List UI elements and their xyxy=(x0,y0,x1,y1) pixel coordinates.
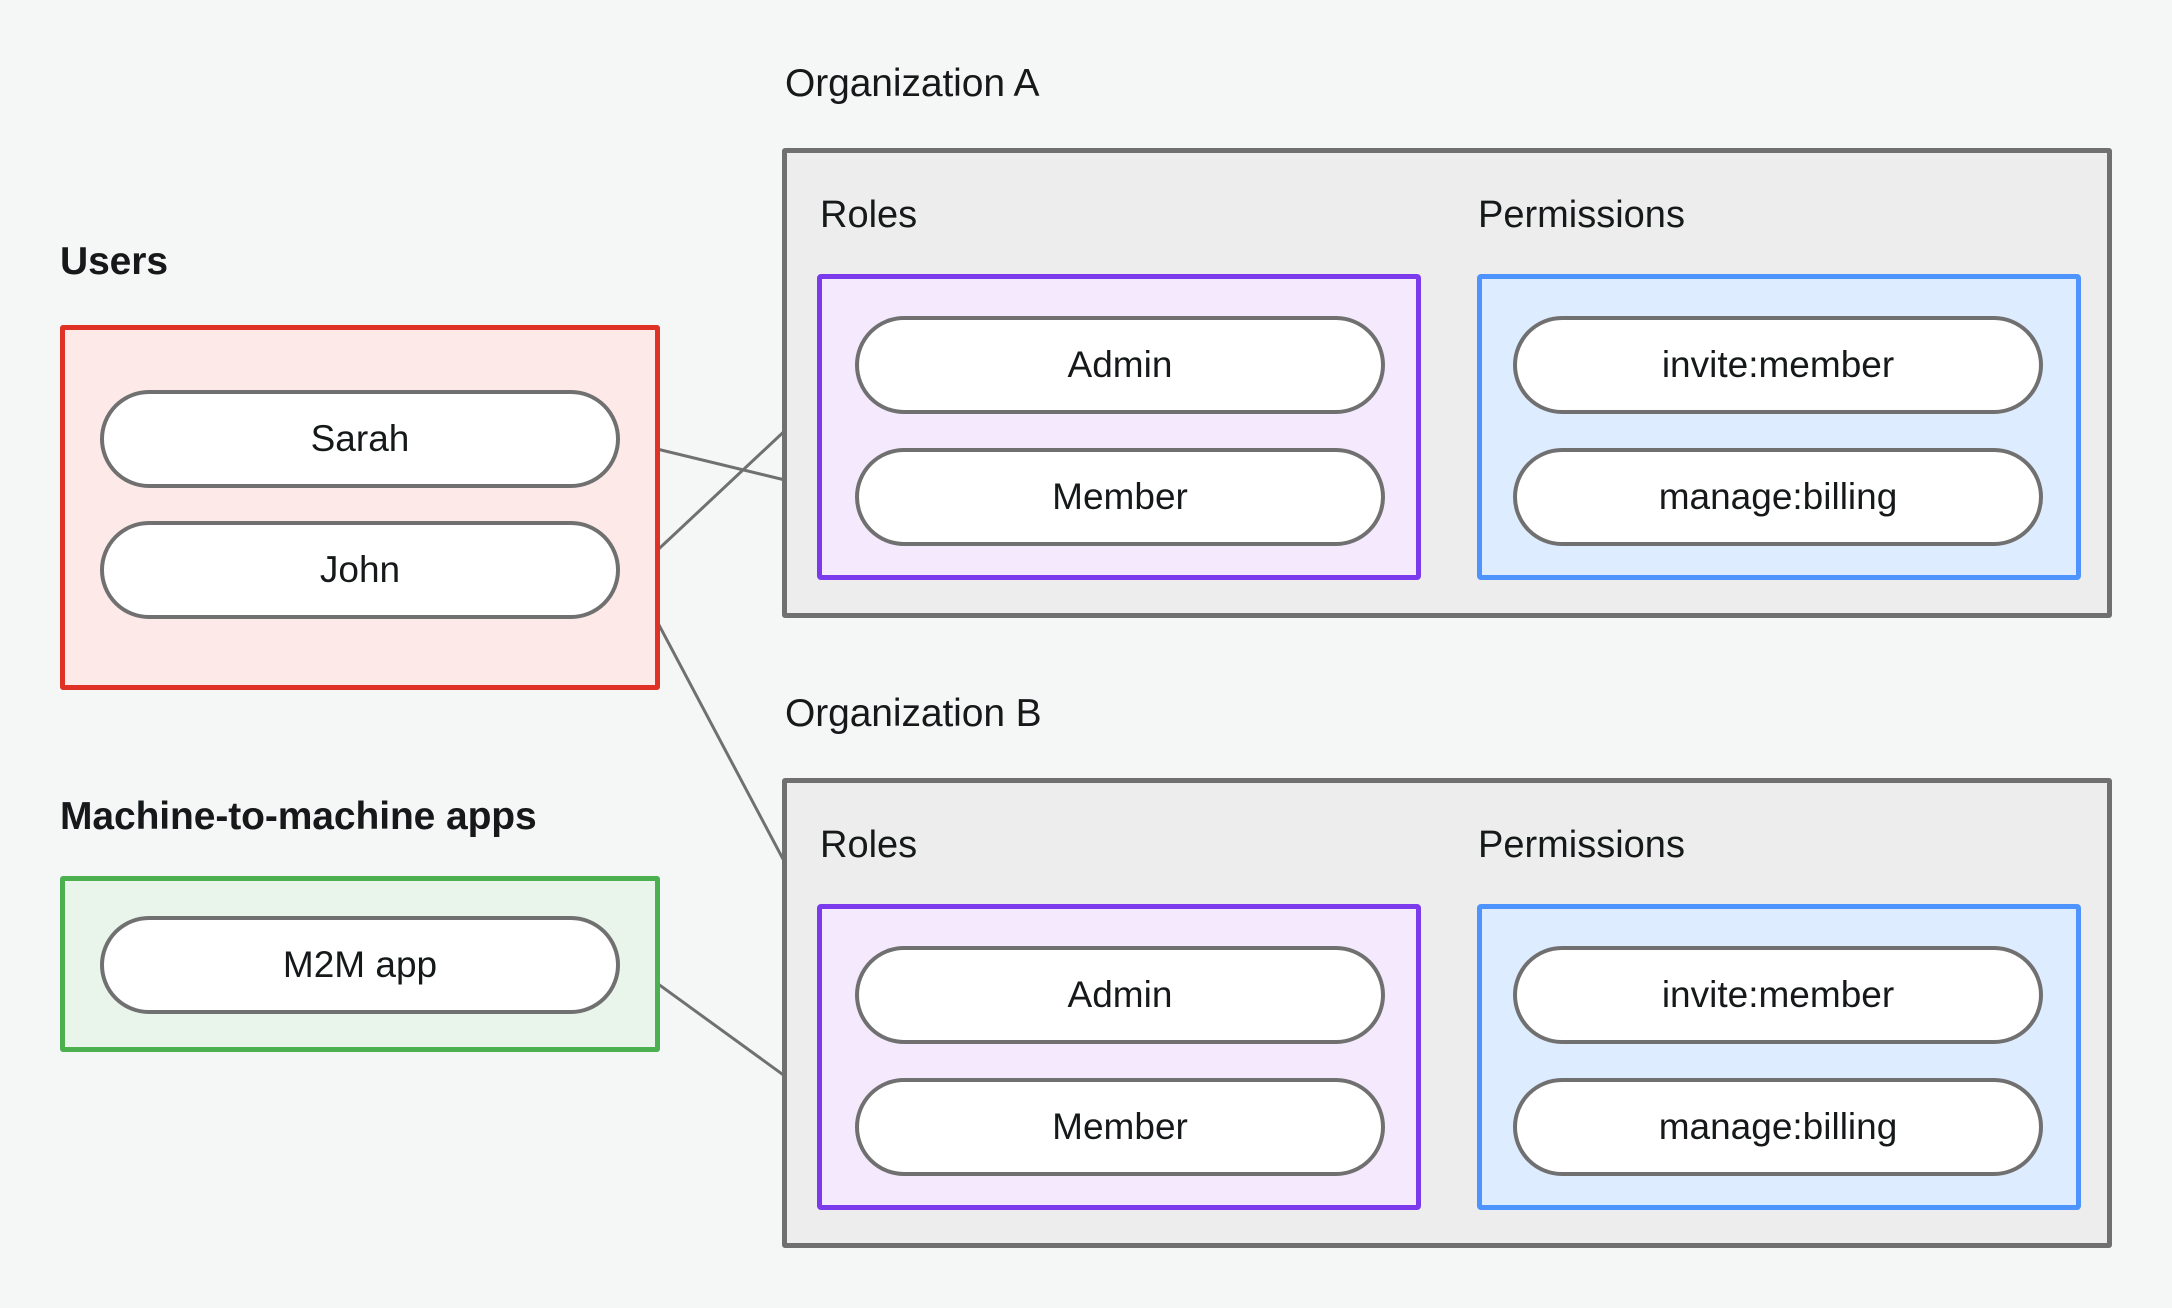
organization-b-permission-pill-manage-billing[interactable]: manage:billing xyxy=(1513,1078,2043,1176)
organization-b-role-pill-admin[interactable]: Admin xyxy=(855,946,1385,1044)
organization-b-role-pill-member[interactable]: Member xyxy=(855,1078,1385,1176)
organization-a-permissions-title: Permissions xyxy=(1478,194,1685,236)
organization-b-permission-pill-invite-member[interactable]: invite:member xyxy=(1513,946,2043,1044)
organization-a-role-pill-admin[interactable]: Admin xyxy=(855,316,1385,414)
organization-b-permissions-title: Permissions xyxy=(1478,824,1685,866)
organization-a-caption: Organization A xyxy=(785,62,1040,105)
user-pill-john[interactable]: John xyxy=(100,521,620,619)
organization-b-caption: Organization B xyxy=(785,692,1042,735)
organization-a-permission-pill-manage-billing[interactable]: manage:billing xyxy=(1513,448,2043,546)
organization-a-permission-pill-invite-member[interactable]: invite:member xyxy=(1513,316,2043,414)
m2m-caption: Machine-to-machine apps xyxy=(60,795,537,838)
organization-a-roles-title: Roles xyxy=(820,194,918,236)
m2m-pill-app[interactable]: M2M app xyxy=(100,916,620,1014)
users-group-box xyxy=(60,325,660,690)
user-pill-sarah[interactable]: Sarah xyxy=(100,390,620,488)
organization-b-roles-title: Roles xyxy=(820,824,918,866)
organization-a-role-pill-member[interactable]: Member xyxy=(855,448,1385,546)
users-caption: Users xyxy=(60,240,168,283)
